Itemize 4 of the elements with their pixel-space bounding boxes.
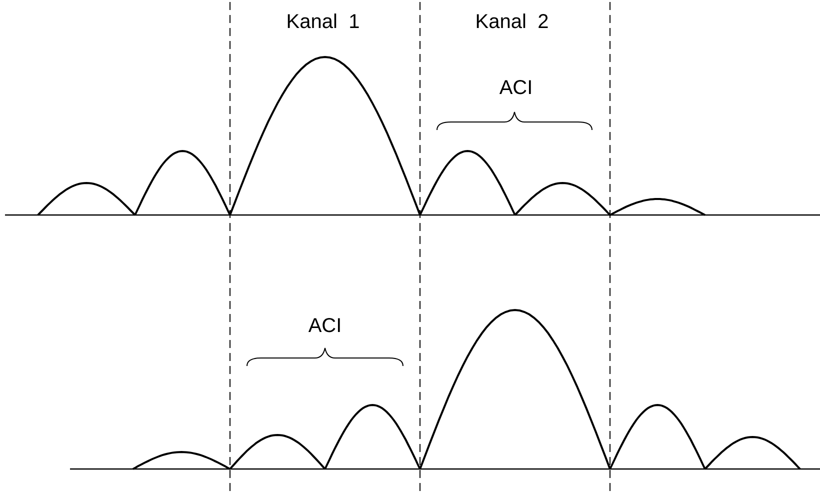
- text-label: ACI: [308, 316, 342, 336]
- text-label: Kanal 1: [286, 12, 360, 32]
- text-label: ACI: [499, 78, 533, 98]
- text-label: Kanal 2: [475, 12, 549, 32]
